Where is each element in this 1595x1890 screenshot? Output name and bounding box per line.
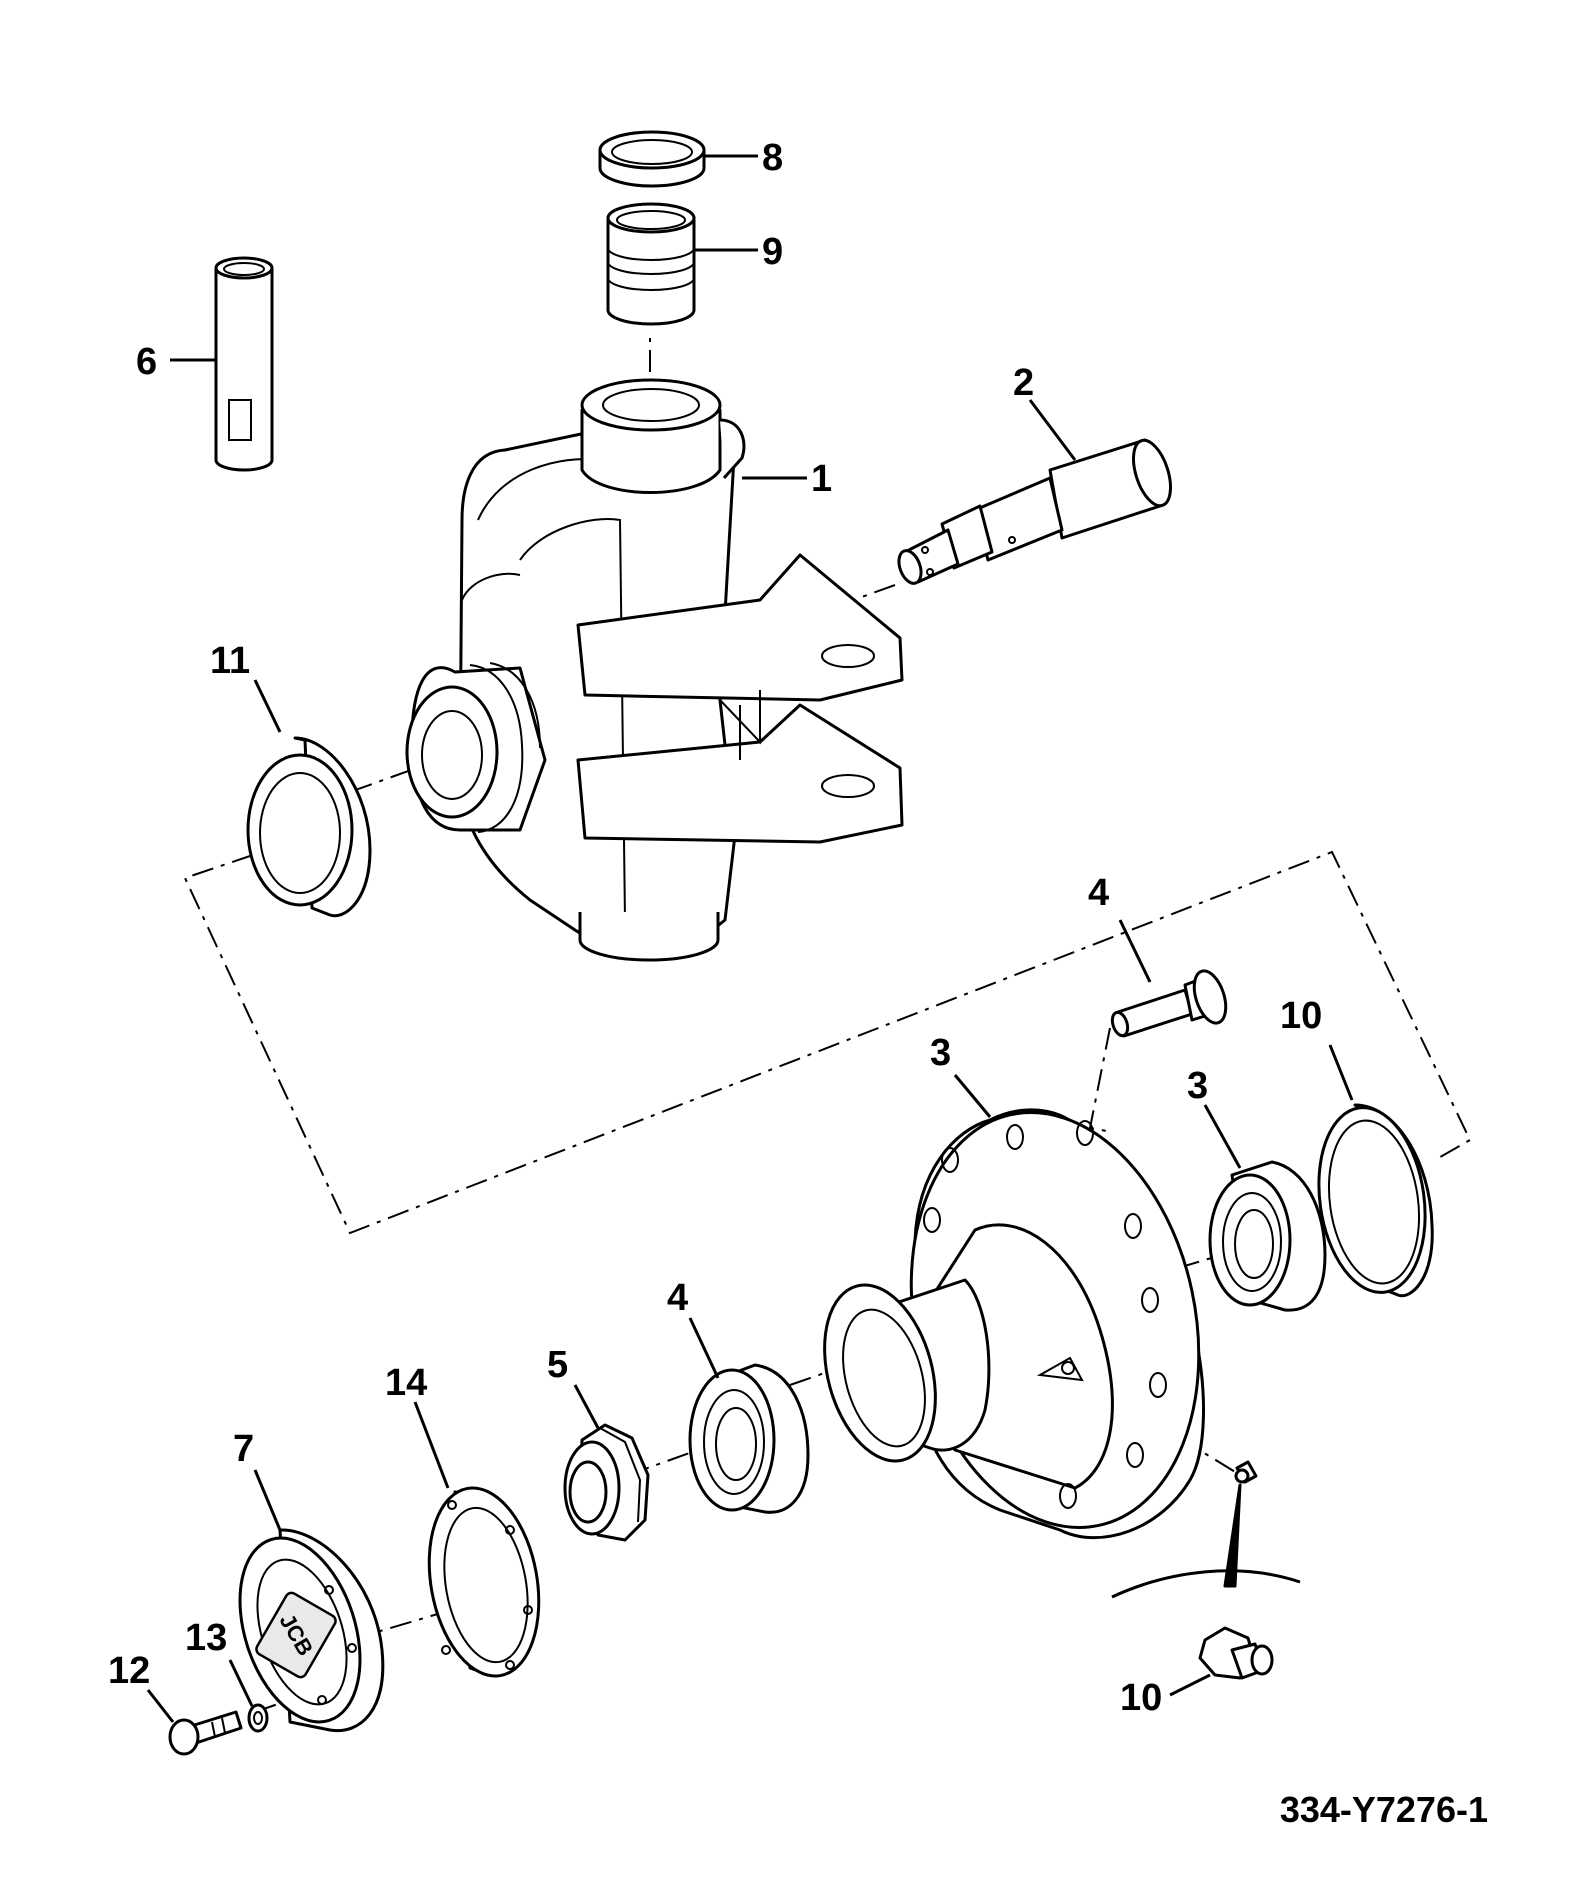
part-1-swivel-hub xyxy=(405,378,904,962)
label-part-5: 5 xyxy=(547,1344,568,1386)
part-2-stub-pin xyxy=(897,438,1172,585)
part-4-wheel-stud xyxy=(1110,969,1228,1038)
label-part-3-bearing: 3 xyxy=(1187,1065,1208,1107)
part-14-gasket xyxy=(427,1486,541,1678)
part-13-washer xyxy=(247,1703,269,1733)
label-part-4-bearing: 4 xyxy=(667,1277,688,1319)
part-10-seal-large xyxy=(1317,1103,1434,1298)
label-part-3-hub: 3 xyxy=(930,1032,951,1074)
label-part-10-nipple: 10 xyxy=(1120,1677,1162,1719)
detail-view xyxy=(1111,1483,1301,1680)
part-4-bearing xyxy=(688,1363,810,1514)
drawing-number: 334-Y7276-1 xyxy=(1280,1789,1488,1830)
part-5-hub-nut xyxy=(563,1423,650,1542)
part-8-ring xyxy=(598,130,706,188)
label-part-12: 12 xyxy=(108,1650,150,1692)
part-10-grease-nipple xyxy=(1234,1460,1258,1484)
assembly-dash-lines xyxy=(183,330,1472,1713)
label-part-6: 6 xyxy=(136,341,157,383)
label-part-13: 13 xyxy=(185,1617,227,1659)
part-3-hub xyxy=(823,1108,1206,1540)
label-part-7: 7 xyxy=(233,1428,254,1470)
label-part-1: 1 xyxy=(811,458,832,500)
label-part-14: 14 xyxy=(385,1362,427,1404)
label-part-4-stud: 4 xyxy=(1088,872,1109,914)
part-11-seal xyxy=(246,736,372,918)
part-6-pin xyxy=(214,256,274,472)
label-part-9: 9 xyxy=(762,231,783,273)
part-3-bearing xyxy=(1208,1160,1327,1312)
label-part-2: 2 xyxy=(1013,362,1034,404)
part-12-bolt xyxy=(168,1710,243,1756)
label-part-8: 8 xyxy=(762,137,783,179)
label-part-11: 11 xyxy=(210,640,250,682)
part-9-bush xyxy=(606,202,696,326)
label-part-10-seal: 10 xyxy=(1280,995,1322,1037)
part-7-hub-cap: JCB xyxy=(238,1528,385,1733)
part-labels: 8 9 6 1 2 11 4 3 3 10 4 5 14 7 13 12 10 xyxy=(108,137,1322,1719)
leader-lines xyxy=(146,154,1354,1723)
